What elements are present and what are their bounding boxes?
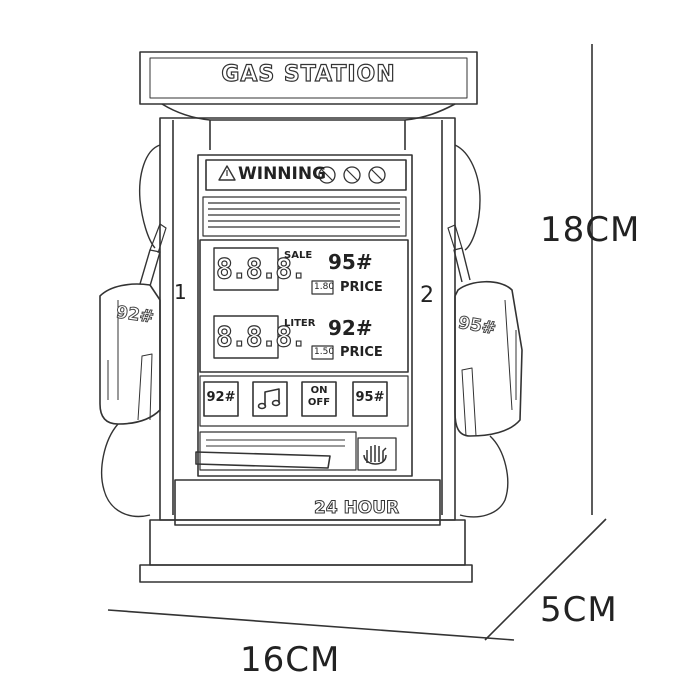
button-95-frame [352, 381, 388, 417]
sign-board-label-box: GAS STATION [150, 60, 467, 94]
sale-price: 1.80 [314, 282, 335, 292]
warning-strip [205, 159, 407, 191]
warning-triangle-icon [218, 165, 236, 181]
music-button[interactable] [253, 382, 287, 416]
speaker-grille [202, 196, 407, 237]
left-nozzle [99, 144, 167, 518]
button-92[interactable]: 92# [206, 390, 236, 405]
sign-board [139, 51, 478, 105]
card-slot [195, 451, 331, 469]
no-fire-icon [343, 166, 361, 184]
liter-price-label: PRICE [340, 345, 383, 360]
pump-base [149, 519, 466, 566]
liter-price: 1.50 [314, 347, 335, 357]
no-smoking-icon [318, 166, 336, 184]
right-nozzle [447, 144, 523, 518]
power-button[interactable]: ON OFF [302, 385, 336, 409]
no-phone-icon [368, 166, 386, 184]
warning-label: WINNING [238, 164, 327, 184]
width-dimension-line [107, 609, 515, 641]
liter-grade: 92# [328, 316, 373, 340]
music-note-icon [257, 388, 281, 410]
sale-grade: 95# [328, 250, 373, 274]
sale-caption: SALE [284, 250, 313, 261]
width-label: 16CM [240, 640, 341, 680]
display-area [199, 239, 409, 373]
depth-label: 5CM [540, 590, 618, 630]
right-pump-number: 2 [420, 283, 434, 308]
base-label: 24 HOUR [313, 498, 400, 519]
liter-caption: LITER [284, 318, 316, 329]
left-pump-number: 1 [174, 280, 187, 304]
depth-dimension-line [484, 518, 607, 641]
sale-price-label: PRICE [340, 280, 383, 295]
music-button-frame [252, 381, 288, 417]
liter-digit-display [213, 315, 279, 359]
liter-digits: 8.8.8. [215, 319, 307, 353]
card-slot-panel [199, 431, 357, 471]
button-95[interactable]: 95# [355, 390, 385, 405]
power-button-frame [301, 381, 337, 417]
base-plate [174, 479, 441, 526]
power-button-on-label: ON [310, 385, 328, 396]
sign-title: GAS STATION [221, 61, 396, 87]
front-panel [197, 154, 413, 477]
power-button-off-label: OFF [307, 397, 331, 408]
sale-digit-display [213, 247, 279, 291]
button-92-frame [203, 381, 239, 417]
height-label: 18CM [540, 210, 641, 250]
sale-digits: 8.8.8. [215, 251, 307, 285]
hand-icon [363, 445, 387, 465]
